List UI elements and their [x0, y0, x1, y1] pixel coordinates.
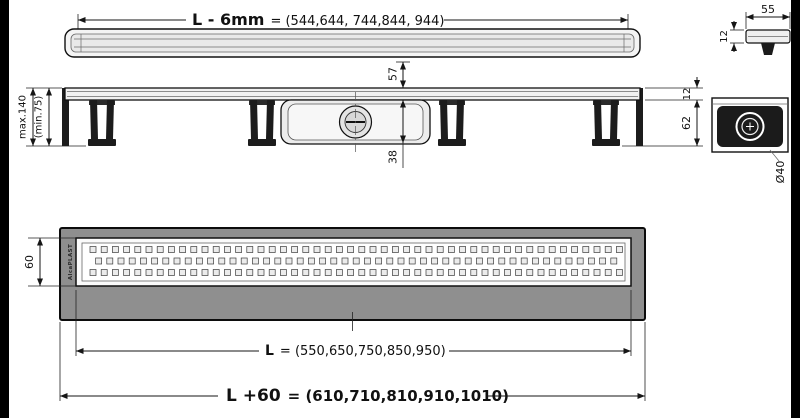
leg	[88, 100, 116, 146]
channel-top-inner	[70, 33, 635, 53]
top-length-prefix: L - 6mm	[192, 10, 264, 29]
overall-length-dimension-label: L +60 = (610,710,810,910,1010)	[226, 386, 509, 406]
label-whiteout	[218, 385, 488, 406]
brand-logo-text: AlcaPLAST	[68, 244, 74, 280]
leg	[248, 100, 276, 146]
plan-view: AlcaPLAST 60 L = (550,650,750,850,950) L …	[23, 227, 646, 406]
leg	[592, 100, 620, 146]
height-max-label: max.140	[18, 95, 29, 139]
overall-length-values: = (610,710,810,910,1010)	[288, 387, 509, 405]
left-end-cap	[62, 88, 69, 146]
side-view: 57 38 max.140 (min.75) 12 62	[18, 61, 703, 168]
left-edge-bar	[0, 0, 9, 418]
channel-rim	[64, 87, 641, 101]
end-view: Ø40	[711, 97, 789, 184]
rim-height-label: 12	[682, 88, 693, 101]
right-end-cap	[636, 88, 643, 146]
grate-length-values: = (550,650,750,850,950)	[280, 344, 446, 359]
outlet-diameter-label: Ø40	[774, 161, 787, 184]
perforation-pattern	[89, 246, 623, 276]
grate-width-label: 60	[23, 255, 36, 269]
outlet-axis-label: 62	[680, 116, 693, 130]
height-dimensions: max.140 (min.75)	[18, 87, 86, 147]
center-dimensions: 57 38	[387, 61, 410, 168]
outlet-ring	[735, 112, 765, 141]
grate-length-dimension-label: L = (550,650,750,850,950)	[265, 343, 446, 359]
grate-length-prefix: L	[265, 343, 274, 359]
siphon-trap	[280, 92, 431, 152]
trap-depth-label: 38	[387, 150, 400, 164]
detail-height-label: 12	[719, 30, 730, 43]
leg	[438, 100, 466, 146]
overall-height-label: 57	[387, 67, 400, 81]
right-dimensions: 12 62	[622, 77, 703, 147]
end-cap-clip	[761, 43, 775, 55]
end-cap-detail: 55 12	[719, 3, 791, 55]
label-whiteout	[259, 341, 449, 360]
label-whiteout	[186, 10, 444, 30]
detail-width-label: 55	[761, 3, 775, 16]
right-edge-bar	[791, 0, 800, 418]
overall-length-prefix: L +60	[226, 386, 281, 406]
top-length-dimension-label: L - 6mm = (544,644, 744,844, 944)	[192, 10, 444, 29]
support-legs	[88, 100, 620, 146]
top-length-values: = (544,644, 744,844, 944)	[270, 14, 444, 29]
top-view: L - 6mm = (544,644, 744,844, 944)	[64, 10, 641, 58]
height-min-label: (min.75)	[34, 96, 45, 139]
